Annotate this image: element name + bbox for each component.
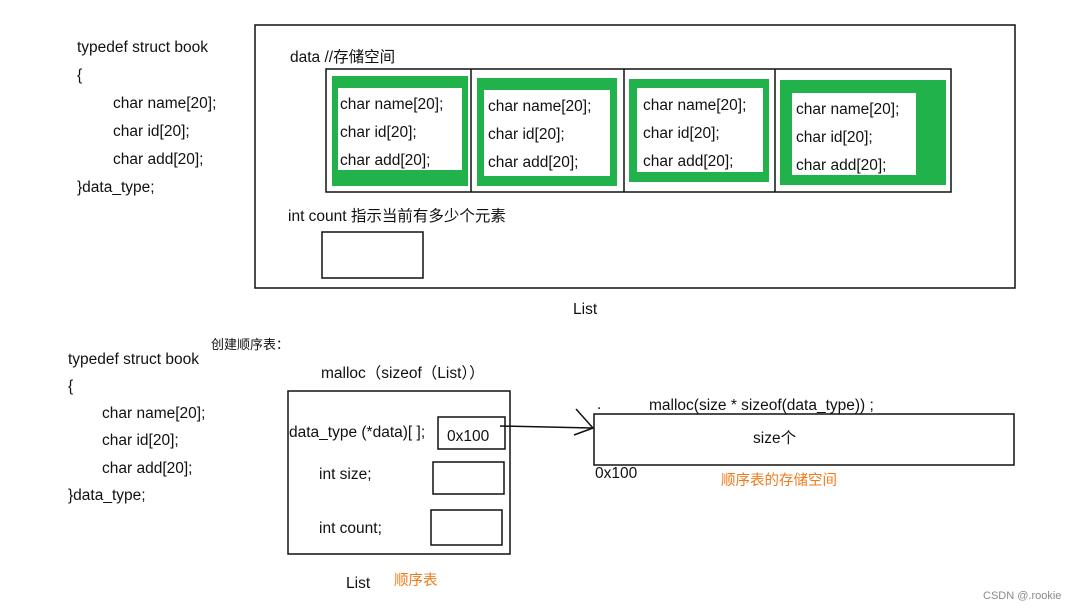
element-3-inner: [637, 88, 763, 172]
struct-bottom-line-3: char name[20];: [102, 405, 206, 422]
element-3-field-add: char add[20];: [643, 153, 734, 170]
struct-top-line-2: {: [77, 67, 83, 84]
pointer-arrowhead: [573, 408, 595, 436]
storage-malloc-label: malloc(size * sizeof(data_type)) ;: [649, 397, 874, 414]
list-malloc-label: malloc（sizeof（List））: [321, 365, 485, 382]
list-outer-box: [254, 24, 1016, 289]
data-label: data //存储空间: [290, 49, 396, 66]
struct-top-line-3: char name[20];: [113, 95, 217, 112]
list-struct-caption-cn: 顺序表: [394, 573, 438, 589]
count-label: int count 指示当前有多少个元素: [288, 208, 506, 225]
struct-bottom-line-6: }data_type;: [68, 487, 146, 504]
struct-top-line-6: }data_type;: [77, 179, 155, 196]
create-title: 创建顺序表：: [211, 337, 290, 352]
size-value-box: [432, 461, 505, 495]
struct-top-line-5: char add[20];: [113, 151, 204, 168]
element-3-field-id: char id[20];: [643, 125, 720, 142]
data-pointer-box: [437, 416, 506, 450]
struct-top-line-1: typedef struct book: [77, 39, 208, 56]
storage-address: 0x100: [595, 465, 638, 482]
watermark: CSDN @.rookie: [983, 590, 1062, 602]
struct-bottom-line-2: {: [68, 378, 74, 395]
storage-box: [593, 413, 1015, 466]
element-4-field-add: char add[20];: [796, 157, 887, 174]
count-value-box: [430, 509, 503, 546]
element-1-inner: [338, 88, 462, 170]
data-pointer-value: 0x100: [447, 428, 490, 445]
element-4-inner: [792, 93, 916, 175]
element-4-field-id: char id[20];: [796, 129, 873, 146]
element-4-field-name: char name[20];: [796, 101, 900, 118]
pointer-arrow: [499, 425, 593, 429]
element-1-field-id: char id[20];: [340, 124, 417, 141]
struct-bottom-line-5: char add[20];: [102, 460, 193, 477]
element-2-field-add: char add[20];: [488, 154, 579, 171]
list-struct-box: [287, 390, 511, 555]
storage-dot: .: [597, 396, 602, 413]
element-1-field-add: char add[20];: [340, 152, 431, 169]
element-2-field-name: char name[20];: [488, 98, 592, 115]
storage-inner-label: size个: [753, 430, 797, 447]
size-field-label: int size;: [319, 466, 372, 483]
data-field-label: data_type (*data)[ ];: [289, 424, 426, 441]
storage-caption: 顺序表的存储空间: [721, 473, 837, 489]
element-1-field-name: char name[20];: [340, 96, 444, 113]
struct-bottom-line-1: typedef struct book: [68, 351, 199, 368]
list-caption: List: [573, 301, 598, 318]
count-field-label: int count;: [319, 520, 382, 537]
count-box: [321, 231, 424, 279]
element-3-field-name: char name[20];: [643, 97, 747, 114]
element-2-field-id: char id[20];: [488, 126, 565, 143]
list-struct-caption: List: [346, 575, 371, 592]
struct-top-line-4: char id[20];: [113, 123, 190, 140]
struct-bottom-line-4: char id[20];: [102, 432, 179, 449]
element-2-inner: [484, 90, 610, 176]
data-array-box: [325, 68, 952, 193]
